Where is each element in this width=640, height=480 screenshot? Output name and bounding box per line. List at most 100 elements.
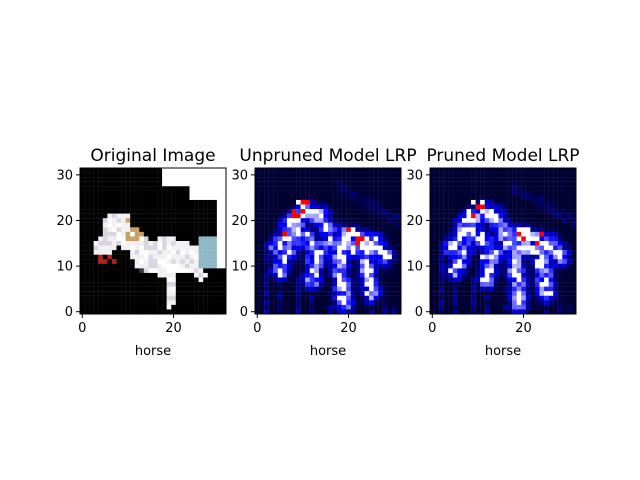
pixel-cell [387, 195, 393, 201]
pixel-cell [369, 295, 374, 301]
pixel-cell [378, 172, 383, 178]
pixel-cell [296, 272, 301, 278]
pixel-cell [452, 168, 458, 173]
pixel-cell [391, 236, 397, 242]
pixel-cell [396, 286, 402, 292]
pixel-cell [512, 295, 517, 301]
pixel-cell [323, 213, 329, 219]
pixel-cell [93, 300, 99, 306]
pixel-cell [80, 227, 85, 233]
pixel-cell [471, 304, 476, 310]
pixel-cell [84, 286, 90, 292]
pixel-cell [107, 263, 113, 269]
pixel-cell [273, 263, 278, 269]
pixel-cell [221, 254, 227, 260]
pixel-cell [544, 231, 549, 237]
pixel-cell [300, 186, 306, 191]
pixel-cell [207, 204, 213, 210]
pixel-cell [111, 236, 117, 242]
pixel-cell [111, 231, 117, 237]
pixel-cell [121, 295, 126, 301]
pixel-cell [84, 300, 90, 306]
pixel-cell [194, 231, 199, 237]
pixel-cell [480, 268, 485, 274]
pixel-cell [521, 181, 526, 187]
pixel-cell [130, 250, 135, 255]
pixel-cell [189, 268, 195, 274]
pixel-cell [171, 231, 176, 237]
pixel-cell [175, 272, 181, 278]
pixel-cell [268, 259, 274, 264]
pixel-cell [130, 263, 135, 269]
pixel-cell [189, 309, 195, 315]
pixel-cell [439, 213, 444, 219]
pixel-cell [346, 172, 351, 178]
pixel-cell [452, 236, 458, 242]
pixel-cell [221, 277, 227, 283]
pixel-cell [80, 254, 85, 260]
pixel-cell [328, 222, 333, 228]
pixel-cell [498, 250, 504, 255]
pixel-cell [493, 300, 499, 306]
pixel-cell [125, 218, 131, 223]
pixel-cell [216, 218, 222, 223]
pixel-cell [489, 241, 495, 246]
pixel-cell [291, 209, 297, 214]
pixel-cell [430, 245, 435, 251]
pixel-cell [264, 263, 269, 269]
pixel-cell [373, 222, 379, 228]
pixel-cell [475, 295, 481, 301]
pixel-cell [134, 204, 140, 210]
pixel-cell [139, 181, 145, 187]
pixel-cell [212, 268, 218, 274]
pixel-cell [378, 300, 383, 306]
pixel-cell [296, 186, 301, 191]
pixel-cell [448, 186, 453, 191]
pixel-cell [282, 222, 288, 228]
pixel-cell [116, 172, 122, 178]
pixel-cell [359, 199, 365, 205]
pixel-cell [396, 254, 402, 260]
pixel-cell [328, 241, 333, 246]
pixel-cell [548, 222, 554, 228]
pixel-cell [471, 227, 476, 233]
pixel-cell [391, 259, 397, 264]
pixel-cell [134, 168, 140, 173]
pixel-cell [544, 172, 549, 178]
pixel-cell [153, 186, 158, 191]
pixel-cell [359, 172, 365, 178]
pixel-cell [121, 250, 126, 255]
pixel-cell [309, 245, 315, 251]
pixel-cell [539, 272, 545, 278]
pixel-cell [369, 190, 374, 196]
pixel-cell [111, 222, 117, 228]
pixel-cell [337, 177, 342, 182]
pixel-cell [387, 199, 393, 205]
pixel-cell [475, 236, 481, 242]
pixel-cell [207, 300, 213, 306]
pixel-cell [198, 190, 204, 196]
pixel-cell [175, 245, 181, 251]
pixel-cell [291, 304, 297, 310]
pixel-cell [107, 254, 113, 260]
pixel-cell [471, 263, 476, 269]
pixel-cell [171, 259, 176, 264]
pixel-cell [323, 304, 329, 310]
pixel-cell [255, 300, 260, 306]
pixel-cell [273, 172, 278, 178]
pixel-cell [544, 300, 549, 306]
pixel-cell [323, 245, 329, 251]
pixel-cell [84, 295, 90, 301]
pixel-cell [328, 291, 333, 296]
pixel-cell [130, 199, 135, 205]
pixel-cell [139, 291, 145, 296]
pixel-cell [350, 272, 356, 278]
pixel-cell [471, 268, 476, 274]
pixel-cell [157, 213, 163, 219]
pixel-cell [277, 277, 283, 283]
pixel-cell [341, 204, 347, 210]
pixel-cell [534, 259, 540, 264]
pixel-cell [471, 241, 476, 246]
pixel-cell [157, 304, 163, 310]
